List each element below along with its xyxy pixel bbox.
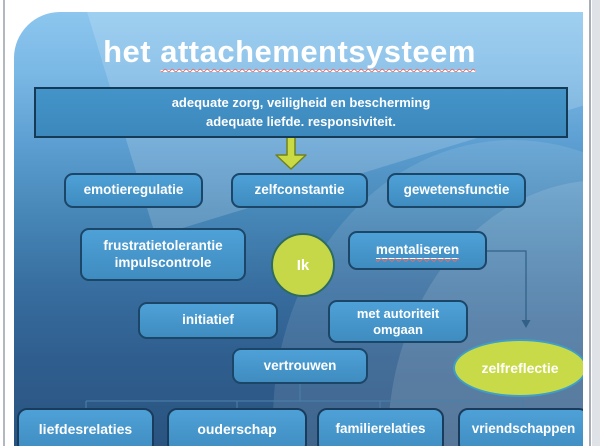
node-frustratie-line1: frustratietolerantie	[103, 238, 223, 254]
node-ik-label: Ik	[296, 256, 310, 274]
outcome-ouderschap: ouderschap	[167, 408, 307, 446]
outcome-vriendschappen-label: vriendschappen	[471, 421, 576, 436]
node-autoriteit-line2: omgaan	[373, 321, 423, 337]
title-word-het: het	[103, 34, 161, 69]
node-emotieregulatie-label: emotieregulatie	[83, 182, 184, 198]
node-frustratietolerantie: frustratietolerantie impulscontrole	[80, 228, 246, 281]
node-met-autoriteit-omgaan: met autoriteit omgaan	[328, 300, 468, 343]
node-ik-circle: Ik	[271, 233, 335, 297]
node-mentaliseren-underline: mentaliseren	[375, 241, 460, 260]
node-zelfconstantie-label: zelfconstantie	[254, 182, 345, 198]
node-zelfreflectie-label: zelfreflectie	[481, 360, 559, 376]
node-zelfconstantie: zelfconstantie	[231, 173, 368, 208]
title-word-misspelled: attachementsysteem	[160, 34, 476, 72]
slide-title: het attachementsysteem	[14, 34, 574, 72]
node-vertrouwen: vertrouwen	[232, 348, 368, 384]
node-vertrouwen-label: vertrouwen	[263, 357, 337, 373]
node-mentaliseren: mentaliseren	[348, 231, 487, 270]
window-left-edge	[3, 0, 5, 446]
outcome-familierelaties-label: familierelaties	[335, 421, 426, 436]
node-autoriteit-line1: met autoriteit	[356, 305, 440, 321]
outcome-familierelaties: familierelaties	[317, 408, 444, 446]
presentation-slide: het attachementsysteem adequate zorg, ve…	[14, 12, 583, 446]
window-right-edge	[589, 0, 591, 446]
node-gewetensfunctie-label: gewetensfunctie	[403, 182, 510, 198]
causes-line1: adequate zorg, veiligheid en bescherming	[171, 95, 431, 111]
node-gewetensfunctie: gewetensfunctie	[387, 173, 526, 208]
outcome-liefdesrelaties: liefdesrelaties	[17, 408, 154, 446]
node-zelfreflectie-ellipse: zelfreflectie	[453, 339, 583, 397]
node-frustratie-line2: impulscontrole	[114, 254, 212, 270]
node-initiatief: initiatief	[138, 302, 278, 339]
outcome-vriendschappen: vriendschappen	[458, 408, 583, 446]
node-initiatief-label: initiatief	[182, 312, 234, 328]
outcome-ouderschap-label: ouderschap	[197, 421, 277, 437]
node-mentaliseren-label: mentaliseren	[375, 241, 460, 257]
outcome-liefdesrelaties-label: liefdesrelaties	[38, 421, 133, 437]
causes-box: adequate zorg, veiligheid en bescherming…	[34, 87, 568, 138]
window-right-band	[592, 0, 600, 446]
node-emotieregulatie: emotieregulatie	[64, 173, 203, 208]
causes-line2: adequate liefde. responsiviteit.	[206, 113, 396, 129]
